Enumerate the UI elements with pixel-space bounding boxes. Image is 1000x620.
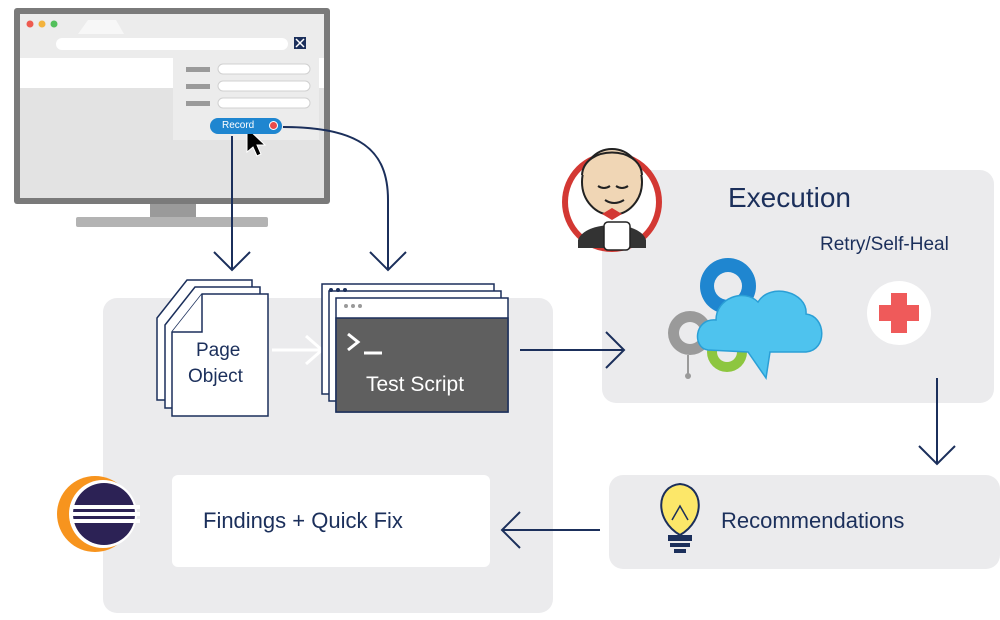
cursor-icon — [246, 126, 267, 157]
gears-cloud-icon — [668, 258, 823, 380]
document-stack-icon — [156, 279, 269, 417]
page-object-label-line1: Page — [196, 340, 241, 361]
record-button[interactable]: Record — [210, 118, 282, 134]
record-button-label: Record — [222, 120, 255, 131]
white-arrow — [272, 334, 325, 366]
lightbulb-icon — [660, 482, 700, 553]
jenkins-icon — [562, 148, 662, 252]
findings-label: Findings + Quick Fix — [203, 508, 403, 533]
page-object-label-line2: Object — [188, 366, 243, 387]
terminal-prompt-icon — [347, 332, 382, 355]
findings-box — [172, 475, 490, 567]
recommendations-label: Recommendations — [721, 508, 905, 533]
arrows — [213, 126, 956, 549]
health-cross-icon — [867, 281, 931, 345]
eclipse-icon — [57, 476, 140, 552]
test-script-label: Test Script — [366, 373, 465, 396]
retry-self-heal-label: Retry/Self-Heal — [820, 234, 949, 255]
execution-title: Execution — [728, 182, 851, 213]
browser-dots-icon — [26, 20, 58, 28]
test-script-windows — [321, 283, 509, 413]
execution-panel — [602, 170, 994, 403]
record-dot-icon — [269, 121, 278, 130]
monitor-icon — [14, 8, 330, 227]
